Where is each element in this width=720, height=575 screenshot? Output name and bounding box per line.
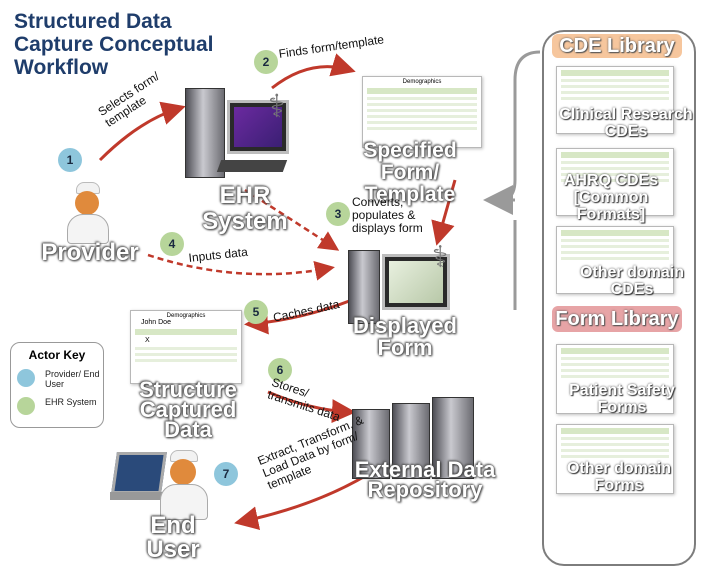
arrow-to-display — [431, 179, 457, 246]
key-dot — [17, 369, 35, 387]
provider-label: Provider — [41, 239, 139, 266]
step-4-badge: 4 — [160, 232, 184, 256]
end-user-label: End User — [146, 512, 200, 563]
specified-form-label: Specified Form/ Template — [363, 139, 457, 206]
form-library-header: Form Library — [552, 306, 682, 332]
arrow-converts — [244, 188, 340, 251]
cde-clinical-label: Clinical Research CDEs — [559, 106, 693, 140]
cde-other-label: Other domain CDEs — [579, 264, 684, 298]
step-2-badge: 2 — [254, 50, 278, 74]
step-5-badge: 5 — [244, 300, 268, 324]
arrow-finds — [271, 53, 356, 90]
form-other-label: Other domain Forms — [566, 460, 671, 494]
display-computer-icon — [348, 240, 458, 325]
repository-label: External Data Repository — [354, 457, 496, 502]
ehr-label: EHR System — [202, 182, 288, 235]
form-patient-safety-label: Patient Safety Forms — [569, 382, 675, 416]
caduceus-icon: ⚕ — [432, 241, 449, 274]
displayed-form-label: Displayed Form — [353, 313, 457, 360]
cde-stack-other — [556, 226, 674, 294]
cde-library-header: CDE Library — [552, 34, 682, 58]
specified-form-thumbnail: Demographics — [362, 76, 482, 148]
arrow-stores — [267, 390, 356, 424]
provider-figure-icon — [62, 182, 112, 244]
step-1-badge: 1 — [58, 148, 82, 172]
arrow-inputs — [147, 253, 335, 281]
step-3-label: Converts, populates & displays form — [352, 195, 423, 235]
cde-stack-ahrq — [556, 148, 674, 216]
arrow-selects — [98, 101, 186, 162]
step-7-badge: 7 — [214, 462, 238, 486]
caduceus-icon: ⚕ — [268, 88, 286, 124]
form-stack-patient-safety — [556, 344, 674, 414]
step-3-badge: 3 — [326, 202, 350, 226]
captured-data-label: Structure Captured Data — [139, 377, 237, 442]
diagram-title: Structured Data Capture Conceptual Workf… — [14, 10, 214, 79]
cde-stack-clinical — [556, 66, 674, 134]
form-stack-other — [556, 424, 674, 494]
library-bracket — [495, 50, 541, 310]
server-rack-icon — [352, 395, 482, 479]
step-6-badge: 6 — [268, 358, 292, 382]
ehr-computer-icon — [185, 88, 305, 183]
captured-data-thumbnail: Demographics John Doe X — [130, 310, 242, 384]
cde-ahrq-label: AHRQ CDEs [Common Formats] — [563, 172, 659, 223]
actor-key: Actor Key Provider/ End User EHR System — [10, 342, 104, 428]
key-dot — [17, 397, 35, 415]
end-user-laptop-icon — [110, 448, 210, 520]
